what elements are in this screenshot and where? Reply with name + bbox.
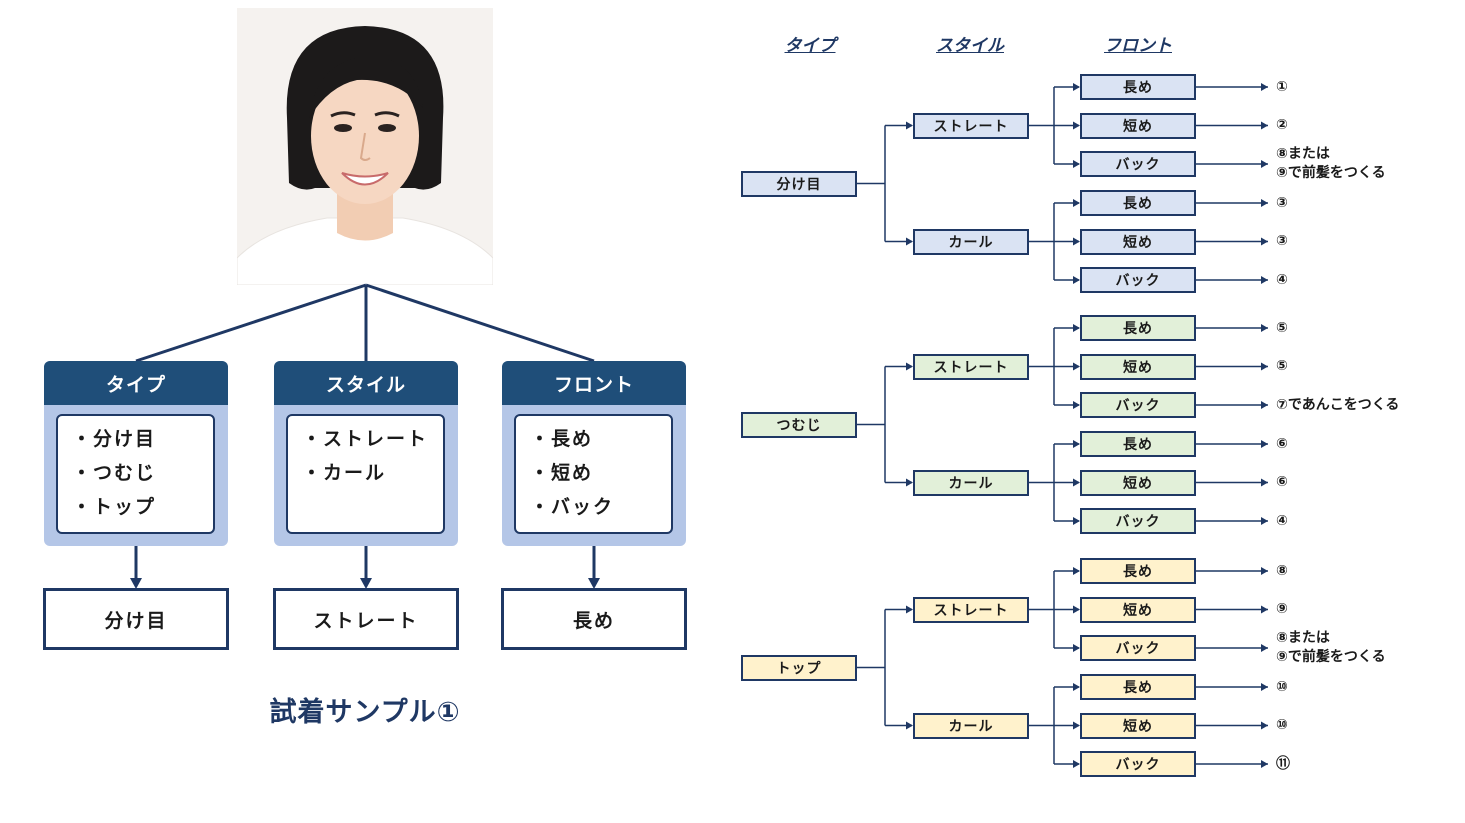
arrow-head [1261, 517, 1268, 525]
arrow-head [1261, 644, 1268, 652]
arrow-head [1261, 160, 1268, 168]
result-label: ⑨ [1276, 600, 1288, 619]
arrow-head [1261, 606, 1268, 614]
result-label: ⑤ [1276, 357, 1288, 376]
arrow-head [1261, 324, 1268, 332]
result-label: ⑪ [1276, 755, 1290, 774]
front-node: 短め [1080, 113, 1196, 139]
front-node: 長め [1080, 558, 1196, 584]
arrow-head [1073, 440, 1080, 448]
type-node: 分け目 [741, 171, 857, 197]
result-label: ④ [1276, 271, 1288, 290]
front-node: 長め [1080, 674, 1196, 700]
result-label: ⑤ [1276, 319, 1288, 338]
result-label: ⑧または ⑨で前髪をつくる [1276, 145, 1386, 183]
arrow-head [1261, 83, 1268, 91]
result-label: ③ [1276, 232, 1288, 251]
arrow-head [906, 722, 913, 730]
arrow-head [906, 238, 913, 246]
result-label: ⑥ [1276, 435, 1288, 454]
result-label: ⑩ [1276, 716, 1288, 735]
front-node: 長め [1080, 190, 1196, 216]
style-node: ストレート [913, 597, 1029, 623]
front-node: バック [1080, 392, 1196, 418]
arrow-head [1261, 760, 1268, 768]
result-label: ⑧または ⑨で前髪をつくる [1276, 629, 1386, 667]
arrow-head [1073, 276, 1080, 284]
style-node: ストレート [913, 354, 1029, 380]
type-node: トップ [741, 655, 857, 681]
arrow-head [1073, 83, 1080, 91]
arrow-head [1261, 401, 1268, 409]
result-label: ② [1276, 116, 1288, 135]
arrow-head [1073, 722, 1080, 730]
front-node: バック [1080, 267, 1196, 293]
result-label: ⑥ [1276, 473, 1288, 492]
front-node: 長め [1080, 315, 1196, 341]
arrow-head [1073, 199, 1080, 207]
result-label: ④ [1276, 512, 1288, 531]
arrow-head [1261, 567, 1268, 575]
result-label: ⑦であんこをつくる [1276, 396, 1399, 415]
arrow-head [1073, 517, 1080, 525]
arrow-head [1261, 722, 1268, 730]
arrow-head [1073, 479, 1080, 487]
front-node: バック [1080, 635, 1196, 661]
front-node: 長め [1080, 431, 1196, 457]
arrow-head [1261, 238, 1268, 246]
front-node: 短め [1080, 470, 1196, 496]
front-node: 短め [1080, 229, 1196, 255]
type-node: つむじ [741, 412, 857, 438]
style-node: カール [913, 713, 1029, 739]
front-node: 短め [1080, 597, 1196, 623]
front-node: 短め [1080, 713, 1196, 739]
result-label: ③ [1276, 194, 1288, 213]
arrow-head [1073, 401, 1080, 409]
arrow-head [1073, 324, 1080, 332]
arrow-head [1073, 363, 1080, 371]
arrow-head [1073, 160, 1080, 168]
arrow-head [1261, 479, 1268, 487]
front-node: バック [1080, 751, 1196, 777]
arrow-head [1261, 363, 1268, 371]
arrow-head [906, 122, 913, 130]
arrow-head [1073, 238, 1080, 246]
arrow-head [1073, 122, 1080, 130]
front-node: バック [1080, 508, 1196, 534]
style-node: カール [913, 470, 1029, 496]
result-label: ① [1276, 78, 1288, 97]
style-node: カール [913, 229, 1029, 255]
arrow-head [1073, 683, 1080, 691]
arrow-head [1261, 122, 1268, 130]
arrow-head [1073, 760, 1080, 768]
arrow-head [1261, 683, 1268, 691]
arrow-head [1073, 606, 1080, 614]
result-label: ⑧ [1276, 562, 1288, 581]
arrow-head [906, 363, 913, 371]
result-label: ⑩ [1276, 678, 1288, 697]
arrow-head [906, 606, 913, 614]
arrow-head [1261, 440, 1268, 448]
arrow-head [1073, 567, 1080, 575]
front-node: 短め [1080, 354, 1196, 380]
style-node: ストレート [913, 113, 1029, 139]
arrow-head [1261, 199, 1268, 207]
arrow-head [1073, 644, 1080, 652]
arrow-head [1261, 276, 1268, 284]
arrow-head [906, 479, 913, 487]
front-node: 長め [1080, 74, 1196, 100]
front-node: バック [1080, 151, 1196, 177]
